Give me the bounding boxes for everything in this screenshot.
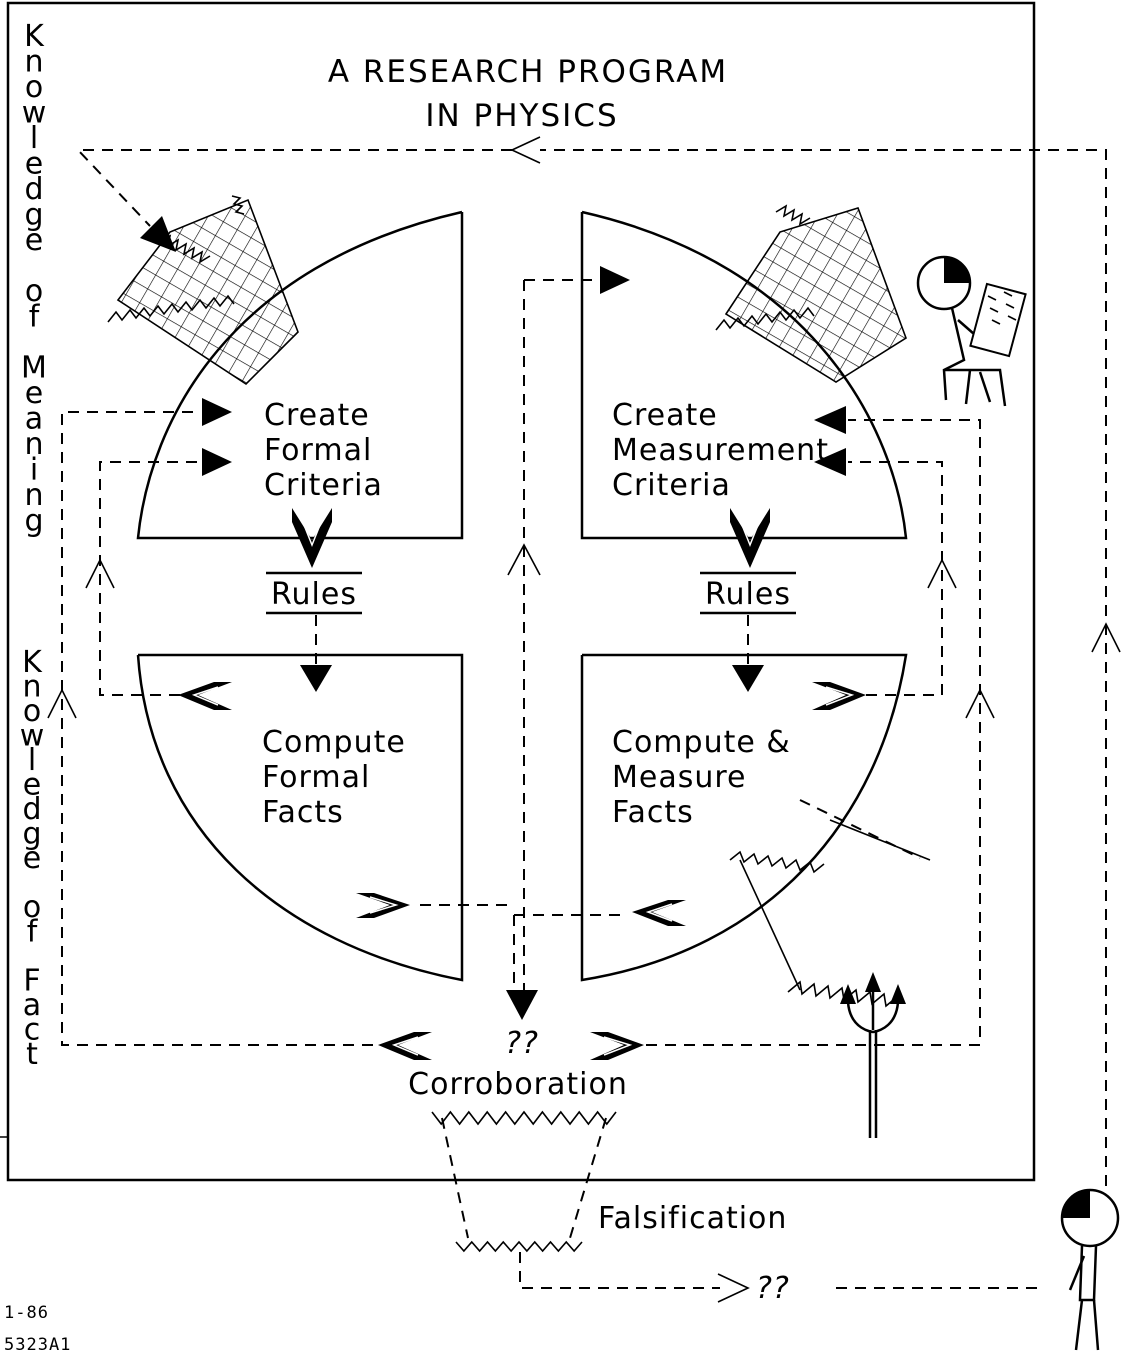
figure-id-line-2: 5323A1 xyxy=(4,1335,71,1355)
side-letter: g xyxy=(22,817,41,852)
net-top-left xyxy=(107,195,299,386)
label-create-measurement-3: Criteria xyxy=(612,468,731,503)
corroboration-marks: ?? xyxy=(505,1026,539,1061)
label-compute-formal-2: Formal xyxy=(262,760,370,795)
side-letter: d xyxy=(24,172,43,207)
side-letter: g xyxy=(24,198,43,233)
open-arrow-up-icon-left-inner xyxy=(85,558,115,589)
figure-id-line-1: 1-86 xyxy=(4,1303,49,1323)
rules-left: Rules xyxy=(266,571,362,615)
arrow-down-icon-corroboration xyxy=(506,990,538,1020)
quadrant-top-left xyxy=(136,210,464,540)
chevron-left-icon-bl xyxy=(178,682,232,710)
side-letter: e xyxy=(25,376,43,411)
rules-left-label: Rules xyxy=(271,577,357,612)
open-arrow-up-icon-center xyxy=(507,543,541,576)
quadrant-bottom-left xyxy=(136,653,464,982)
arrow-down-icon-rules-left xyxy=(300,665,332,692)
arrow-left-icon-measurement-2 xyxy=(814,448,846,476)
side-letter: t xyxy=(26,1037,38,1072)
label-compute-formal-3: Facts xyxy=(262,795,344,830)
outer-frame xyxy=(6,1,1036,1182)
label-compute-measure-2: Measure xyxy=(612,760,747,795)
side-letter: M xyxy=(21,351,47,386)
falsification-marks: ?? xyxy=(756,1271,790,1306)
standing-person-icon xyxy=(1060,1188,1120,1351)
corroboration-zigzag xyxy=(431,1110,617,1126)
side-letter: n xyxy=(24,45,43,80)
side-letter: o xyxy=(23,890,41,925)
side-letter: i xyxy=(30,453,38,488)
open-arrow-up-icon-right-outer xyxy=(965,688,995,719)
label-create-measurement-1: Create xyxy=(612,398,718,433)
title-line-1: A RESEARCH PROGRAM xyxy=(328,54,728,90)
side-letter: K xyxy=(24,19,45,54)
trident-probe-icon xyxy=(840,972,906,1138)
arrow-down-icon-rules-right xyxy=(732,665,764,692)
label-compute-measure-1: Compute & xyxy=(612,725,791,760)
side-letter: e xyxy=(25,223,43,258)
arrow-right-icon-formal-1 xyxy=(202,398,232,426)
side-letter: f xyxy=(29,300,41,335)
falsification-zigzag xyxy=(455,1240,583,1253)
arrow-right-icon-top-center xyxy=(600,266,630,294)
falsification-label: Falsification xyxy=(598,1201,787,1236)
side-letter: n xyxy=(22,670,41,705)
side-letter: l xyxy=(28,743,36,778)
side-letter: f xyxy=(27,915,39,950)
rules-right-label: Rules xyxy=(705,577,791,612)
open-arrow-left-icon-top xyxy=(510,136,541,164)
side-letter: o xyxy=(25,274,43,309)
arrow-left-icon-measurement-1 xyxy=(814,406,846,434)
open-arrow-up-icon-far-right xyxy=(1091,622,1121,653)
side-letter: a xyxy=(23,988,41,1023)
chevron-right-icon-bl xyxy=(356,893,410,918)
label-create-formal-2: Formal xyxy=(264,433,372,468)
side-letter: l xyxy=(30,121,38,156)
side-letter: w xyxy=(22,96,47,131)
side-letter: o xyxy=(23,694,41,729)
measurement-apparatus xyxy=(729,799,931,1008)
chevron-down-icon-right xyxy=(730,508,770,568)
rules-right: Rules xyxy=(700,571,796,615)
reading-person-icon xyxy=(916,255,1027,407)
label-compute-measure-3: Facts xyxy=(612,795,694,830)
side-letter: w xyxy=(20,719,45,754)
side-letter: c xyxy=(24,1013,41,1048)
title-line-2: IN PHYSICS xyxy=(425,98,618,134)
side-letter: a xyxy=(25,402,43,437)
chevron-left-icon-corroboration xyxy=(378,1032,432,1060)
open-arrow-up-icon-right-inner xyxy=(927,558,957,589)
side-letter: e xyxy=(23,768,41,803)
chevron-right-icon-br xyxy=(812,682,866,710)
label-create-formal-1: Create xyxy=(264,398,370,433)
side-letter: e xyxy=(23,841,41,876)
chevron-down-icon-left xyxy=(292,508,332,568)
side-letter: g xyxy=(24,504,43,539)
label-create-formal-3: Criteria xyxy=(264,468,383,503)
label-compute-formal-1: Compute xyxy=(262,725,406,760)
side-letter: F xyxy=(23,964,40,999)
side-letter: n xyxy=(24,427,43,462)
corroboration-label: Corroboration xyxy=(408,1067,628,1102)
side-letter: d xyxy=(22,792,41,827)
open-arrow-up-icon-left-outer xyxy=(47,688,77,719)
label-create-measurement-2: Measurement xyxy=(612,433,829,468)
quadrant-bottom-right xyxy=(580,653,908,982)
open-arrow-right-icon-falsification xyxy=(717,1273,750,1303)
side-letter: o xyxy=(25,70,43,105)
side-letter: e xyxy=(25,147,43,182)
chevron-right-icon-corroboration xyxy=(590,1032,644,1060)
arrow-right-icon-formal-2 xyxy=(202,448,232,476)
net-top-right xyxy=(715,204,907,383)
side-letter: n xyxy=(24,478,43,513)
side-letter: K xyxy=(22,645,43,680)
chevron-left-icon-br xyxy=(632,900,686,926)
